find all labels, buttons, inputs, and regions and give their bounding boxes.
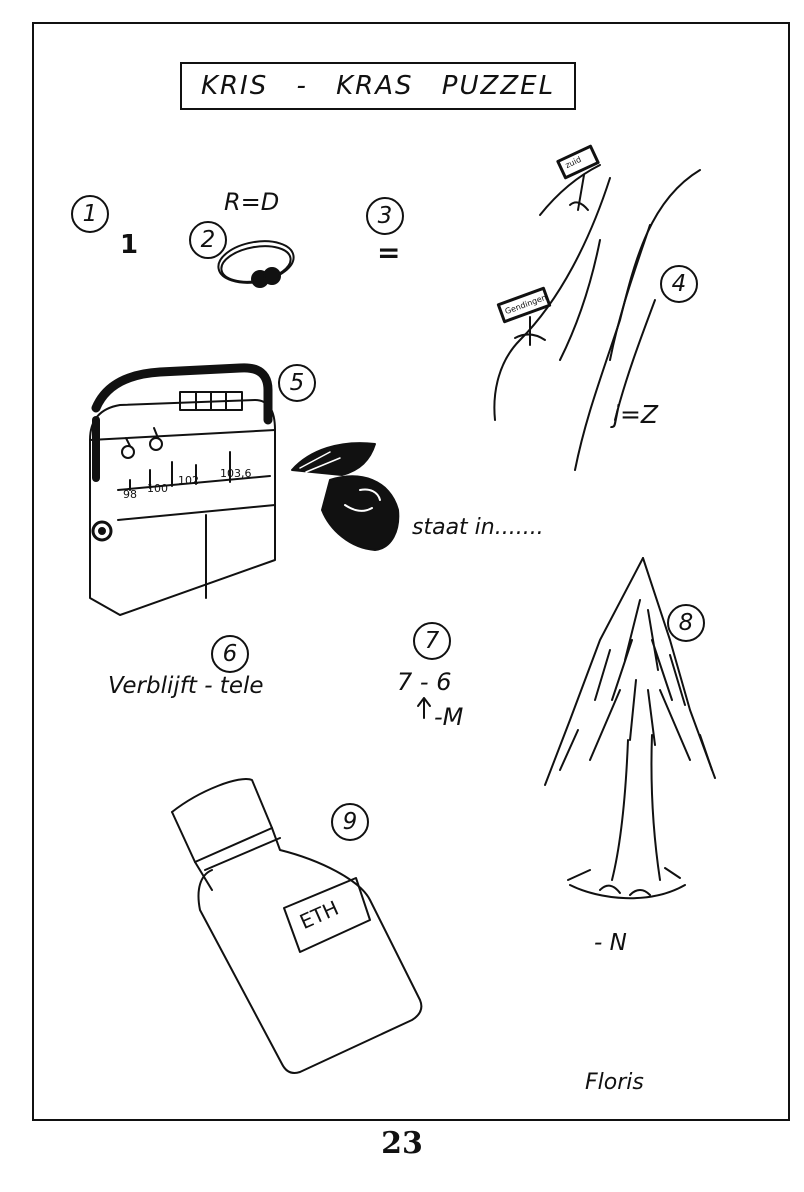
clue-1-number: 1 <box>82 201 98 227</box>
clue-9-circle <box>331 803 369 841</box>
clue-7-line2: -M <box>434 703 464 731</box>
dial-label-1: 98 <box>123 488 137 501</box>
bottle-drawing <box>171 778 423 1074</box>
river-drawing <box>493 144 701 471</box>
clue-6-text: Verblijft - tele <box>108 673 264 699</box>
author-signature: Floris <box>585 1070 644 1095</box>
clue-5-text: staat in....... <box>412 515 544 540</box>
clue-8-text: - N <box>594 930 627 956</box>
clue-1-circle <box>71 195 109 233</box>
tree-drawing <box>544 557 716 900</box>
clue-3-circle <box>366 197 404 235</box>
radio-drawing <box>89 363 276 616</box>
page-frame <box>32 22 790 1121</box>
clue-6-circle <box>211 635 249 673</box>
clue-2-number: 2 <box>200 227 216 253</box>
clue-6-number: 6 <box>222 641 238 667</box>
page-number: 23 <box>381 1126 423 1161</box>
headphones-drawing <box>217 240 295 288</box>
clue-4-number: 4 <box>671 271 687 297</box>
dial-label-2: 100 <box>147 482 168 495</box>
page-title: KRIS - KRAS PUZZEL <box>200 71 556 101</box>
clue-8-circle <box>667 604 705 642</box>
clue-5-circle <box>278 364 316 402</box>
clue-4-text: j=Z <box>613 400 659 429</box>
clue-3-text: = <box>377 236 401 269</box>
clue-3-number: 3 <box>377 203 393 229</box>
dial-label-3: 102 <box>178 474 199 487</box>
clue-1-text: 1 <box>120 230 139 260</box>
up-arrow-icon <box>417 697 431 719</box>
clue-8-number: 8 <box>678 610 694 636</box>
clue-2-circle <box>189 221 227 259</box>
angel-figure-drawing <box>291 442 400 551</box>
clue-9-number: 9 <box>342 809 358 835</box>
clue-7-line1: 7 - 6 <box>397 668 452 696</box>
clue-5-number: 5 <box>289 370 305 396</box>
clue-2-text: R=D <box>224 188 280 216</box>
dial-label-4: 103,6 <box>220 467 252 480</box>
clue-7-circle <box>413 622 451 660</box>
clue-4-circle <box>660 265 698 303</box>
title-box: KRIS - KRAS PUZZEL <box>180 62 576 110</box>
clue-7-number: 7 <box>424 628 440 654</box>
